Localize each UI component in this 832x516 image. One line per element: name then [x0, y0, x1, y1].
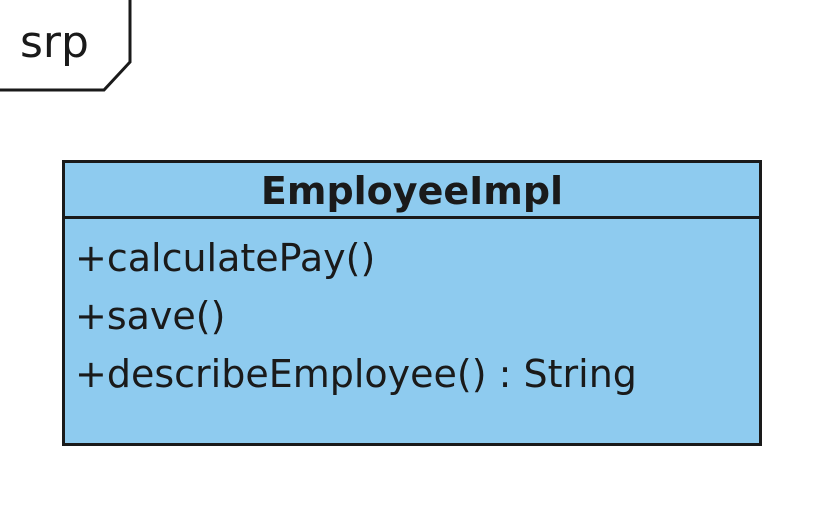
operations-compartment: +calculatePay() +save() +describeEmploye…	[65, 219, 759, 403]
operation-calculate-pay: +calculatePay()	[75, 236, 376, 280]
uml-class-box[interactable]: EmployeeImpl +calculatePay() +save() +de…	[62, 160, 762, 446]
package-frame-tab: srp	[0, 0, 140, 96]
frame-tab-outline	[0, 0, 132, 92]
class-name: EmployeeImpl	[65, 163, 759, 219]
frame-label: srp	[20, 17, 89, 68]
operation-save: +save()	[75, 294, 226, 338]
operation-describe-employee: +describeEmployee() : String	[75, 352, 637, 396]
